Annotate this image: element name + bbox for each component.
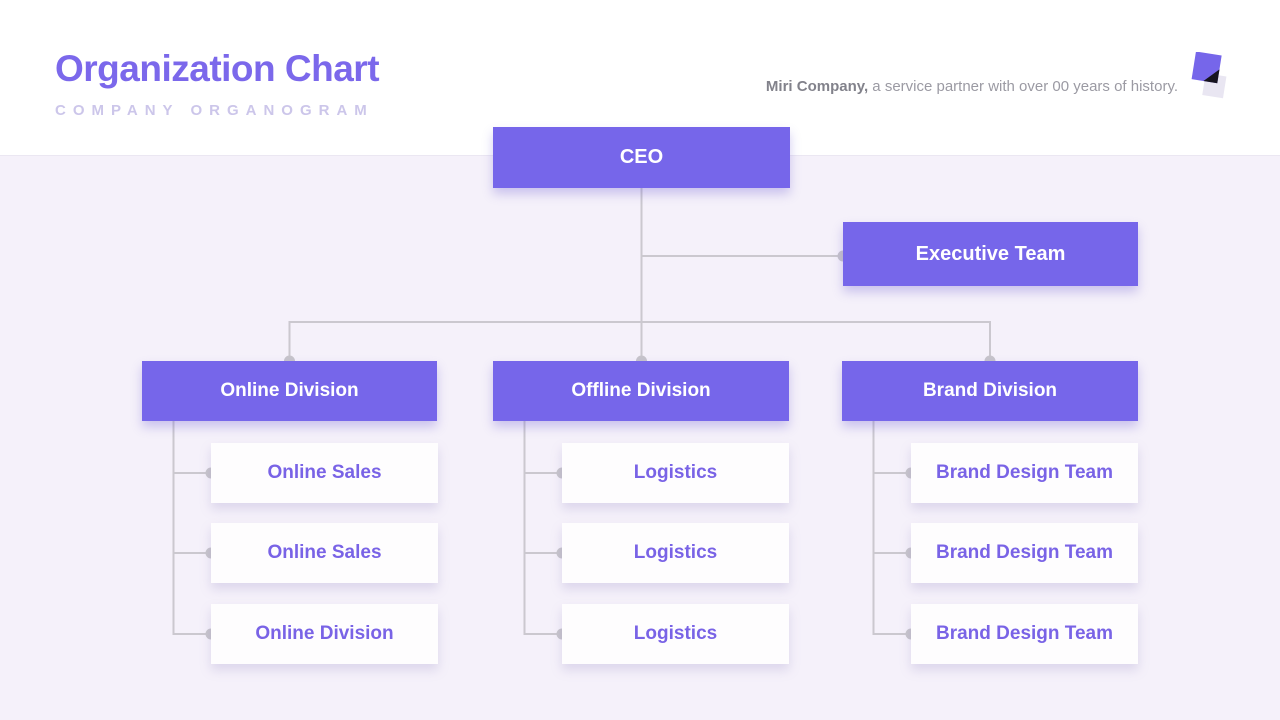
org-leaf-offline-1[interactable]: Logistics (562, 443, 789, 503)
org-leaf-brand-2[interactable]: Brand Design Team (911, 523, 1138, 583)
org-leaf-brand-1[interactable]: Brand Design Team (911, 443, 1138, 503)
org-node-brand-division[interactable]: Brand Division (842, 361, 1138, 421)
connector-brand-children (872, 421, 911, 635)
org-leaf-online-3[interactable]: Online Division (211, 604, 438, 664)
brand-block: Miri Company, a service partner with ove… (766, 52, 1232, 104)
org-node-offline-division[interactable]: Offline Division (493, 361, 789, 421)
org-leaf-online-2[interactable]: Online Sales (211, 523, 438, 583)
org-leaf-online-1[interactable]: Online Sales (211, 443, 438, 503)
org-leaf-offline-3[interactable]: Logistics (562, 604, 789, 664)
org-node-ceo[interactable]: CEO (493, 127, 790, 188)
page-subtitle: COMPANY ORGANOGRAM (55, 102, 374, 119)
title-block: Organization Chart COMPANY ORGANOGRAM (55, 48, 380, 119)
company-tagline: Miri Company, a service partner with ove… (766, 78, 1178, 95)
page-title: Organization Chart (55, 48, 380, 89)
connector-online-children (172, 421, 211, 635)
company-logo-icon (1191, 52, 1227, 99)
org-leaf-offline-2[interactable]: Logistics (562, 523, 789, 583)
org-node-executive-team[interactable]: Executive Team (843, 222, 1138, 286)
org-leaf-brand-3[interactable]: Brand Design Team (911, 604, 1138, 664)
company-tagline-rest: a service partner with over 00 years of … (868, 78, 1178, 95)
connector-offline-children (523, 421, 562, 635)
org-node-online-division[interactable]: Online Division (142, 361, 437, 421)
company-name: Miri Company, (765, 78, 869, 95)
connector-division-rail (288, 321, 991, 361)
